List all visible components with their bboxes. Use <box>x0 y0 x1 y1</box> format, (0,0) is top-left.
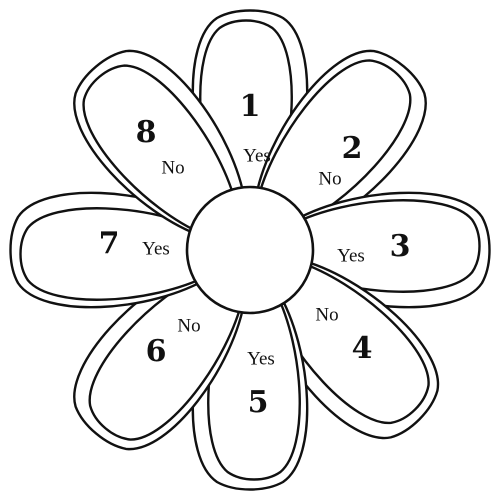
petal-answer-1: Yes <box>243 145 271 166</box>
petal-number-5: 5 <box>248 385 269 420</box>
petal-answer-5: Yes <box>247 348 275 369</box>
petal-inner-outline <box>19 207 210 301</box>
petal-inner-outline <box>266 260 430 425</box>
petal-number-1: 1 <box>240 89 261 124</box>
petal-layer <box>9 9 491 491</box>
petal-number-6: 6 <box>146 334 167 369</box>
petal-6 <box>73 262 247 451</box>
petal-inner-outline <box>290 199 481 293</box>
petal-answer-7: Yes <box>142 238 170 259</box>
petal-8 <box>73 49 247 238</box>
petal-number-3: 3 <box>390 229 411 264</box>
petal-inner-outline <box>88 269 244 441</box>
petal-answer-8: No <box>161 157 184 178</box>
petal-inner-outline <box>82 64 238 236</box>
petal-number-2: 2 <box>342 131 363 166</box>
flower-center <box>185 185 315 315</box>
petal-answer-6: No <box>177 315 200 336</box>
petal-3 <box>288 191 491 309</box>
petal-7 <box>9 191 212 309</box>
petal-answer-3: Yes <box>337 245 365 266</box>
petal-inner-outline <box>256 59 412 231</box>
petal-answer-2: No <box>318 168 341 189</box>
petal-number-8: 8 <box>136 115 157 150</box>
petal-answer-4: No <box>315 304 338 325</box>
petal-number-4: 4 <box>352 331 373 366</box>
petal-2 <box>253 49 427 238</box>
petal-number-7: 7 <box>99 226 120 261</box>
